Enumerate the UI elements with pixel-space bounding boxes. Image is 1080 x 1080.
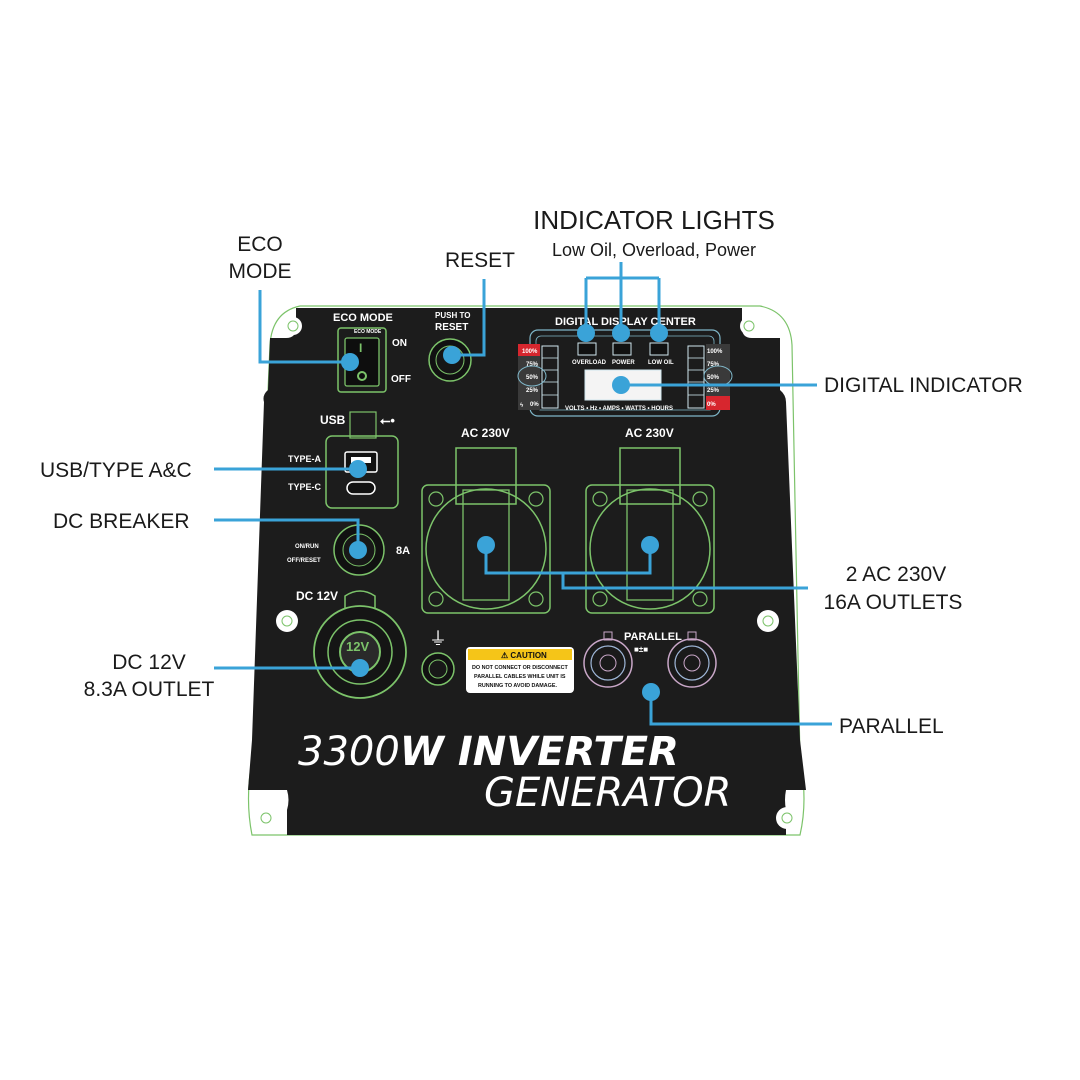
brand-line-2: GENERATOR: [484, 770, 731, 816]
ac-outlet-right[interactable]: [585, 447, 715, 614]
dc12-label: DC 12V: [296, 589, 338, 603]
ac-right-label: AC 230V: [625, 426, 674, 440]
ground-symbol-icon: ⏚: [429, 629, 447, 650]
bar-left-clip: [517, 365, 547, 387]
usb-type-a-tongue: [351, 457, 371, 463]
mount-hole-ml: [276, 610, 298, 632]
push-to-label: PUSH TO: [435, 311, 470, 320]
eco-switch-on: ON: [392, 338, 407, 349]
level-bar-right: 100% 75% 50% 25% 0%: [687, 344, 730, 410]
parallel-terminal-right[interactable]: [667, 631, 717, 688]
breaker-amps-label: 8A: [396, 545, 410, 557]
usb-type-c-port[interactable]: [346, 481, 376, 495]
power-light: [612, 342, 632, 356]
svg-text:25%: 25%: [526, 388, 539, 394]
eco-mode-leader: [258, 290, 350, 364]
eco-switch-o: [357, 371, 367, 381]
dc-breaker-leader: [214, 518, 360, 550]
dc12-mid: [327, 619, 393, 685]
callout-eco-2: MODE: [229, 260, 292, 283]
level-bar-left: 100% 75% 50% 25% 0% ϟ: [518, 344, 559, 410]
parallel-terminal-left[interactable]: [583, 631, 633, 688]
low-oil-label: LOW OIL: [648, 360, 674, 366]
callout-dc12-2: 8.3A OUTLET: [84, 678, 215, 701]
svg-text:0%: 0%: [707, 402, 716, 408]
callout-ac-1: 2 AC 230V: [846, 563, 946, 586]
caution-label: ⚠ CAUTION DO NOT CONNECT OR DISCONNECT P…: [466, 647, 574, 693]
svg-text:75%: 75%: [707, 362, 720, 368]
overload-light: [577, 342, 597, 356]
off-reset-label: OFF/RESET: [287, 558, 321, 564]
eco-mode-switch-frame: [337, 327, 387, 393]
type-c-label: TYPE-C: [288, 482, 322, 492]
callout-dc-breaker: DC BREAKER: [53, 510, 190, 533]
callout-indicator-sub: Low Oil, Overload, Power: [552, 240, 756, 260]
svg-text:ϟ: ϟ: [520, 403, 524, 409]
callout-digital-indicator: DIGITAL INDICATOR: [824, 374, 1023, 397]
brand-wattage: 3300: [298, 729, 400, 775]
usb-cover-tab: [349, 411, 377, 439]
usb-frame: [325, 435, 399, 509]
ac-outlets-leader: [484, 545, 652, 575]
brand-inverter: W INVERTER: [400, 729, 679, 775]
svg-text:25%: 25%: [707, 388, 720, 394]
svg-text:75%: 75%: [526, 362, 539, 368]
reset-label: RESET: [435, 322, 468, 333]
low-oil-light: [649, 342, 669, 356]
parallel-symbol-icon: ■±■: [634, 645, 648, 654]
power-label: POWER: [612, 360, 635, 366]
dc12-socket-label: 12V: [346, 639, 369, 654]
callout-dc12-1: DC 12V: [112, 651, 186, 674]
dc12-cap: [344, 590, 376, 610]
on-run-label: ON/RUN: [295, 544, 319, 550]
callout-parallel: PARALLEL: [839, 715, 944, 738]
callout-usb: USB/TYPE A&C: [40, 459, 192, 482]
callout-eco-1: ECO: [237, 233, 283, 256]
panel-outline: [247, 305, 805, 836]
callout-reset: RESET: [445, 249, 515, 272]
display-units: VOLTS • Hz • AMPS • WATTS • HOURS: [565, 406, 673, 412]
ac-left-label: AC 230V: [461, 426, 510, 440]
callout-ac-2: 16A OUTLETS: [824, 591, 963, 614]
eco-mode-label: ECO MODE: [333, 312, 393, 324]
svg-text:50%: 50%: [707, 375, 720, 381]
usb-symbol-icon: ⭠•: [380, 413, 395, 428]
svg-text:100%: 100%: [707, 349, 723, 355]
reset-leader: [452, 279, 486, 357]
type-a-label: TYPE-A: [288, 454, 322, 464]
ground-terminal[interactable]: [428, 659, 448, 679]
svg-text:50%: 50%: [526, 375, 539, 381]
svg-text:⚠ CAUTION: ⚠ CAUTION: [501, 651, 547, 660]
ac-outlets-leader-2: [561, 573, 808, 590]
mount-hole-bl: [255, 807, 277, 829]
mount-hole-tl: [284, 317, 302, 335]
overload-label: OVERLOAD: [572, 360, 607, 366]
parallel-panel-label: PARALLEL: [624, 631, 682, 643]
mount-hole-br: [776, 807, 798, 829]
svg-text:0%: 0%: [530, 402, 539, 408]
callout-indicator-title: INDICATOR LIGHTS: [533, 205, 775, 235]
brand-line-1: 3300W INVERTER: [298, 729, 679, 775]
mount-hole-mr: [757, 610, 779, 632]
svg-text:100%: 100%: [522, 349, 538, 355]
svg-text:DO NOT CONNECT OR DISCONNECT: DO NOT CONNECT OR DISCONNECT: [472, 665, 569, 671]
parallel-leader: [649, 692, 832, 726]
eco-switch-off: OFF: [391, 374, 411, 385]
usb-label: USB: [320, 413, 346, 427]
svg-text:RUNNING TO AVOID DAMAGE.: RUNNING TO AVOID DAMAGE.: [478, 683, 557, 689]
eco-mode-tag: ECO MODE: [354, 329, 382, 335]
ac-outlet-left[interactable]: [421, 447, 551, 614]
eco-switch-i: I: [359, 341, 362, 355]
svg-text:PARALLEL CABLES WHILE UNIT IS: PARALLEL CABLES WHILE UNIT IS: [474, 674, 566, 680]
mount-hole-tr: [740, 317, 758, 335]
